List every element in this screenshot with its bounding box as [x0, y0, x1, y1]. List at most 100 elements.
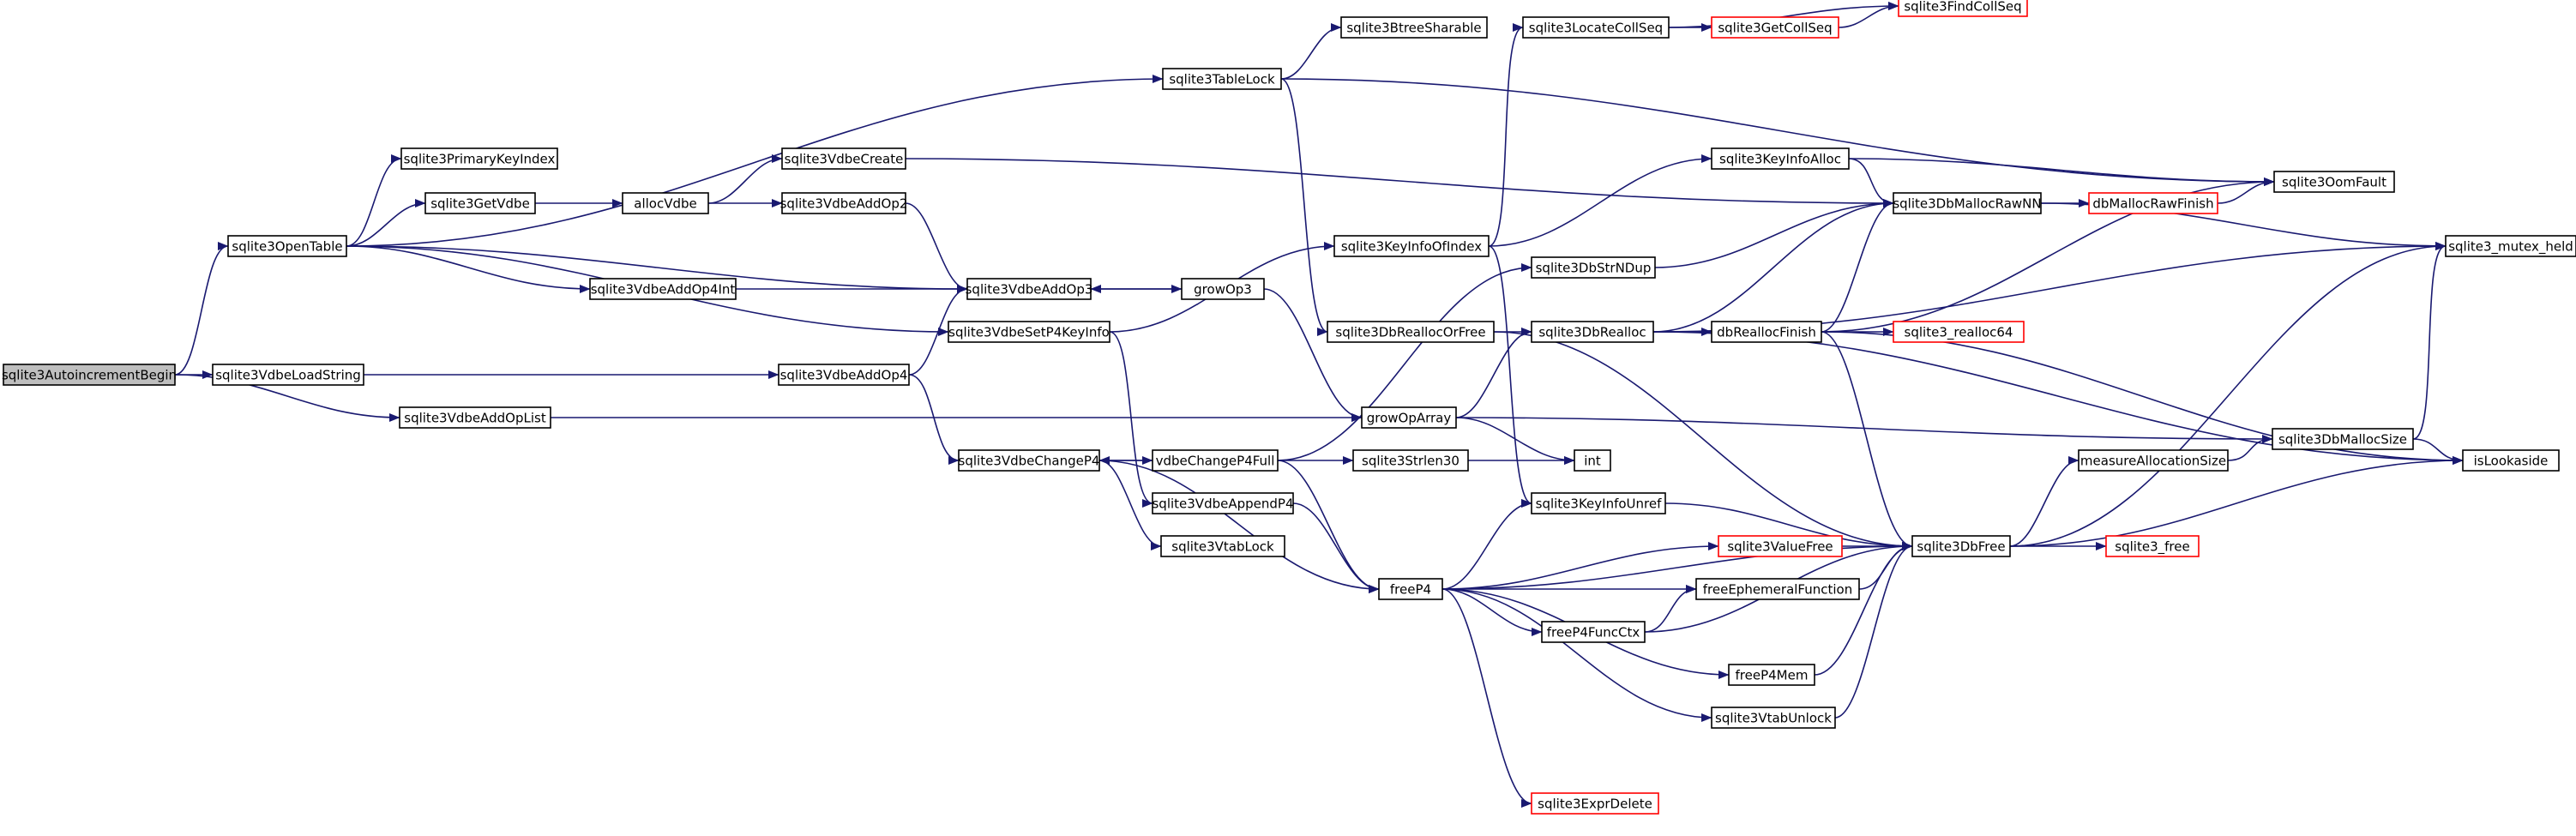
node-box — [1728, 664, 1815, 686]
node-label: sqlite3_mutex_held — [2448, 239, 2573, 256]
node-label: sqlite3BtreeSharable — [1346, 21, 1481, 36]
node-allocVdbe[interactable]: allocVdbe — [622, 192, 709, 214]
node-sqlite3ExprDelete[interactable]: sqlite3ExprDelete — [1531, 792, 1659, 815]
node-sqlite3AutoincrementBegin[interactable]: sqlite3AutoincrementBegin — [2, 364, 177, 386]
node-box — [1893, 321, 2025, 343]
node-box — [2088, 192, 2218, 214]
node-label: sqlite3VdbeAddOp2 — [780, 196, 908, 212]
node-label: sqlite3VdbeSetP4KeyInfo — [948, 325, 1110, 340]
node-sqlite3OomFault[interactable]: sqlite3OomFault — [2273, 171, 2395, 193]
node-dbReallocFinish[interactable]: dbReallocFinish — [1711, 321, 1822, 343]
node-sqlite3FindCollSeq[interactable]: sqlite3FindCollSeq — [1898, 0, 2028, 17]
edge-sqlite3DbFree-to-sqlite3_mutex_held — [2009, 241, 2447, 547]
node-vdbeChangeP4Full[interactable]: vdbeChangeP4Full — [1152, 449, 1279, 472]
edge-allocVdbe-to-sqlite3VdbeCreate — [707, 153, 783, 204]
node-sqlite3DbMallocSize[interactable]: sqlite3DbMallocSize — [2272, 428, 2414, 450]
node-label: sqlite3_realloc64 — [1905, 325, 2013, 341]
node-label: sqlite3DbRealloc — [1538, 325, 1646, 340]
node-label: freeP4 — [1390, 582, 1431, 598]
node-measureAllocationSize[interactable]: measureAllocationSize — [2078, 449, 2229, 472]
node-sqlite3GetCollSeq[interactable]: sqlite3GetCollSeq — [1711, 16, 1839, 39]
node-label: growOp3 — [1194, 282, 1252, 298]
node-box — [1574, 449, 1611, 472]
node-label: sqlite3GetCollSeq — [1718, 21, 1832, 36]
node-freeEphemeralFunction[interactable]: freeEphemeralFunction — [1695, 578, 1860, 600]
edge-freeP4-to-sqlite3VtabUnlock — [1441, 588, 1712, 723]
node-box — [399, 406, 551, 429]
node-sqlite3DbStrNDup[interactable]: sqlite3DbStrNDup — [1531, 256, 1656, 279]
node-box — [1531, 256, 1656, 279]
node-isLookaside[interactable]: isLookaside — [2462, 449, 2560, 472]
edges-layer — [174, 1, 2464, 809]
node-label: sqlite3LocateCollSeq — [1529, 21, 1663, 36]
node-box — [2273, 171, 2395, 193]
node-growOpArray[interactable]: growOpArray — [1361, 406, 1457, 429]
node-sqlite3GetVdbe[interactable]: sqlite3GetVdbe — [424, 192, 536, 214]
node-dbMallocRawFinish[interactable]: dbMallocRawFinish — [2088, 192, 2218, 214]
node-sqlite3_mutex_held[interactable]: sqlite3_mutex_held — [2445, 235, 2576, 257]
node-label: sqlite3DbReallocOrFree — [1335, 325, 1485, 340]
node-int[interactable]: int — [1574, 449, 1611, 472]
node-box — [1333, 235, 1490, 257]
node-sqlite3VdbeCreate[interactable]: sqlite3VdbeCreate — [781, 147, 906, 170]
node-sqlite3VtabLock[interactable]: sqlite3VtabLock — [1160, 535, 1285, 557]
node-growOp3[interactable]: growOp3 — [1181, 278, 1265, 300]
node-label: sqlite3VdbeCreate — [785, 152, 904, 167]
node-sqlite3VdbeLoadString[interactable]: sqlite3VdbeLoadString — [212, 364, 364, 386]
node-sqlite3VdbeAddOp2[interactable]: sqlite3VdbeAddOp2 — [780, 192, 908, 214]
node-label: sqlite3OpenTable — [232, 239, 342, 255]
edge-sqlite3OpenTable-to-sqlite3VdbeAddOp3 — [346, 245, 968, 294]
node-sqlite3VdbeSetP4KeyInfo[interactable]: sqlite3VdbeSetP4KeyInfo — [948, 321, 1110, 343]
node-label: dbMallocRawFinish — [2092, 196, 2213, 212]
node-sqlite3DbMallocRawNN[interactable]: sqlite3DbMallocRawNN — [1893, 192, 2042, 214]
node-box — [1340, 16, 1488, 39]
node-box — [1531, 492, 1666, 514]
node-label: int — [1584, 454, 1601, 469]
node-sqlite3ValueFree[interactable]: sqlite3ValueFree — [1718, 535, 1843, 557]
node-sqlite3VdbeAddOp4[interactable]: sqlite3VdbeAddOp4 — [778, 364, 910, 386]
node-freeP4[interactable]: freeP4 — [1378, 578, 1443, 600]
node-box — [589, 278, 737, 300]
node-sqlite3KeyInfoOfIndex[interactable]: sqlite3KeyInfoOfIndex — [1333, 235, 1490, 257]
node-sqlite3KeyInfoUnref[interactable]: sqlite3KeyInfoUnref — [1531, 492, 1666, 514]
node-box — [1531, 792, 1659, 815]
edge-freeP4-to-sqlite3ExprDelete — [1441, 588, 1532, 809]
node-sqlite3DbRealloc[interactable]: sqlite3DbRealloc — [1531, 321, 1654, 343]
node-sqlite3DbFree[interactable]: sqlite3DbFree — [1911, 535, 2011, 557]
node-label: sqlite3OomFault — [2282, 175, 2386, 190]
node-sqlite3BtreeSharable[interactable]: sqlite3BtreeSharable — [1340, 16, 1488, 39]
node-sqlite3VdbeAppendP4[interactable]: sqlite3VdbeAppendP4 — [1152, 492, 1294, 514]
node-sqlite3LocateCollSeq[interactable]: sqlite3LocateCollSeq — [1522, 16, 1670, 39]
node-freeP4Mem[interactable]: freeP4Mem — [1728, 664, 1815, 686]
edge-sqlite3VdbeAppendP4-to-freeP4 — [1292, 502, 1380, 594]
node-box — [958, 449, 1100, 472]
edge-sqlite3TableLock-to-sqlite3DbReallocOrFree — [1280, 78, 1328, 337]
node-box — [1378, 578, 1443, 600]
node-sqlite3_realloc64[interactable]: sqlite3_realloc64 — [1893, 321, 2025, 343]
node-sqlite3Strlen30[interactable]: sqlite3Strlen30 — [1352, 449, 1469, 472]
node-sqlite3TableLock[interactable]: sqlite3TableLock — [1162, 68, 1282, 90]
edge-sqlite3VdbeAddOp4-to-sqlite3VdbeAddOp3 — [908, 284, 968, 376]
node-sqlite3OpenTable[interactable]: sqlite3OpenTable — [227, 235, 347, 257]
node-label: sqlite3VdbeAddOp3 — [966, 282, 1093, 298]
node-box — [400, 147, 558, 170]
node-sqlite3VtabUnlock[interactable]: sqlite3VtabUnlock — [1711, 707, 1836, 729]
node-box — [1718, 535, 1843, 557]
node-box — [966, 278, 1092, 300]
node-sqlite3PrimaryKeyIndex[interactable]: sqlite3PrimaryKeyIndex — [400, 147, 558, 170]
node-sqlite3VdbeAddOp4Int[interactable]: sqlite3VdbeAddOp4Int — [589, 278, 737, 300]
edge-sqlite3OpenTable-to-sqlite3VdbeAddOp4Int — [346, 245, 591, 294]
node-sqlite3_free[interactable]: sqlite3_free — [2105, 535, 2200, 557]
node-sqlite3KeyInfoAlloc[interactable]: sqlite3KeyInfoAlloc — [1711, 147, 1850, 170]
edge-dbReallocFinish-to-sqlite3DbFree — [1821, 331, 1913, 551]
node-box — [1711, 321, 1822, 343]
node-sqlite3DbReallocOrFree[interactable]: sqlite3DbReallocOrFree — [1327, 321, 1495, 343]
node-label: sqlite3DbStrNDup — [1536, 261, 1652, 276]
node-freeP4FuncCtx[interactable]: freeP4FuncCtx — [1541, 621, 1646, 643]
node-box — [3, 364, 176, 386]
node-label: sqlite3GetVdbe — [430, 196, 530, 212]
node-sqlite3VdbeChangeP4[interactable]: sqlite3VdbeChangeP4 — [958, 449, 1100, 472]
edge-sqlite3DbFree-to-measureAllocationSize — [2009, 455, 2079, 547]
node-sqlite3VdbeAddOpList[interactable]: sqlite3VdbeAddOpList — [399, 406, 551, 429]
node-sqlite3VdbeAddOp3[interactable]: sqlite3VdbeAddOp3 — [966, 278, 1093, 300]
